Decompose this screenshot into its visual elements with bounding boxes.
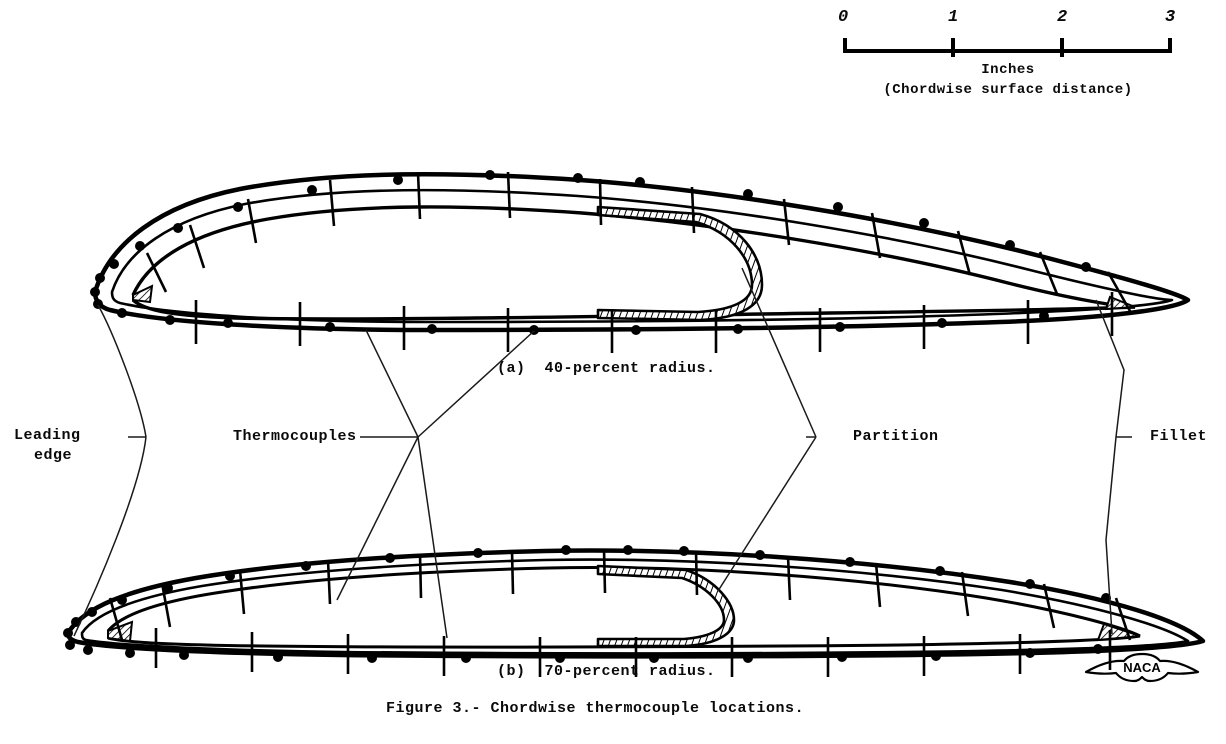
- leader-thermocouple-se: [417, 436, 448, 639]
- airfoil-a-upper-ticks: [145, 171, 1132, 312]
- airfoil-b-skin-inner: [80, 558, 1190, 655]
- airfoil-a-lower-thermocouples: [93, 299, 1049, 335]
- airfoil-b-core-upper-wall: [106, 566, 1141, 638]
- callout-leading-edge-line2: edge: [34, 447, 73, 464]
- callout-fillet: Fillet: [1150, 428, 1208, 445]
- leader-thermocouple-nw: [365, 329, 419, 438]
- scale-tick-label-2: 2: [1057, 8, 1068, 27]
- scale-bar: [843, 38, 1172, 57]
- airfoil-a-skin-inner: [110, 188, 1174, 324]
- airfoil-a-upper-thermocouples: [90, 170, 1091, 297]
- scale-bar-subtitle: (Chordwise surface distance): [883, 82, 1133, 98]
- leader-leading-edge-up: [97, 304, 147, 438]
- leader-leading-edge-down: [73, 436, 147, 637]
- scale-tick-label-3: 3: [1165, 8, 1176, 27]
- subcaption-b: (b) 70-percent radius.: [497, 663, 716, 680]
- airfoil-b-lower-thermocouples: [65, 640, 1103, 663]
- leader-partition-down: [717, 436, 817, 592]
- leader-fillet-down: [1105, 436, 1117, 635]
- leader-thermocouple-sw: [336, 436, 419, 601]
- airfoil-b-partition: [596, 564, 736, 648]
- naca-logo: NACA: [1084, 652, 1200, 683]
- scale-bar-title: Inches: [981, 62, 1035, 78]
- airfoil-a-core-upper-wall: [131, 205, 1136, 309]
- airfoil-a-partition: [596, 205, 764, 322]
- airfoil-a-leading-edge-fillet: [132, 284, 154, 304]
- subcaption-a: (a) 40-percent radius.: [497, 360, 716, 377]
- airfoil-section-a: [90, 170, 1191, 353]
- leader-thermocouple-ne: [417, 330, 535, 438]
- leader-lines: [73, 267, 1132, 639]
- naca-logo-text: NACA: [1123, 660, 1161, 675]
- airfoil-section-b: [63, 545, 1206, 677]
- airfoil-b-lower-ticks: [154, 628, 1112, 677]
- airfoil-b-upper-thermocouples: [63, 545, 1111, 638]
- airfoil-a-outer-surface: [92, 171, 1191, 333]
- callout-thermocouples: Thermocouples: [233, 428, 357, 445]
- scale-tick-label-1: 1: [948, 8, 959, 27]
- airfoil-a-trailing-edge-fillet: [1104, 295, 1136, 311]
- callout-partition: Partition: [853, 428, 939, 445]
- leader-partition-up: [741, 267, 817, 438]
- scale-tick-label-0: 0: [838, 8, 849, 27]
- callout-leading-edge-line1: Leading: [14, 427, 81, 444]
- figure-caption: Figure 3.- Chordwise thermocouple locati…: [386, 700, 805, 717]
- airfoil-a-core-lower-wall: [131, 298, 1136, 321]
- airfoil-b-upper-ticks: [108, 548, 1132, 641]
- leader-fillet-up: [1095, 299, 1125, 438]
- airfoil-a-lower-ticks: [194, 292, 1114, 353]
